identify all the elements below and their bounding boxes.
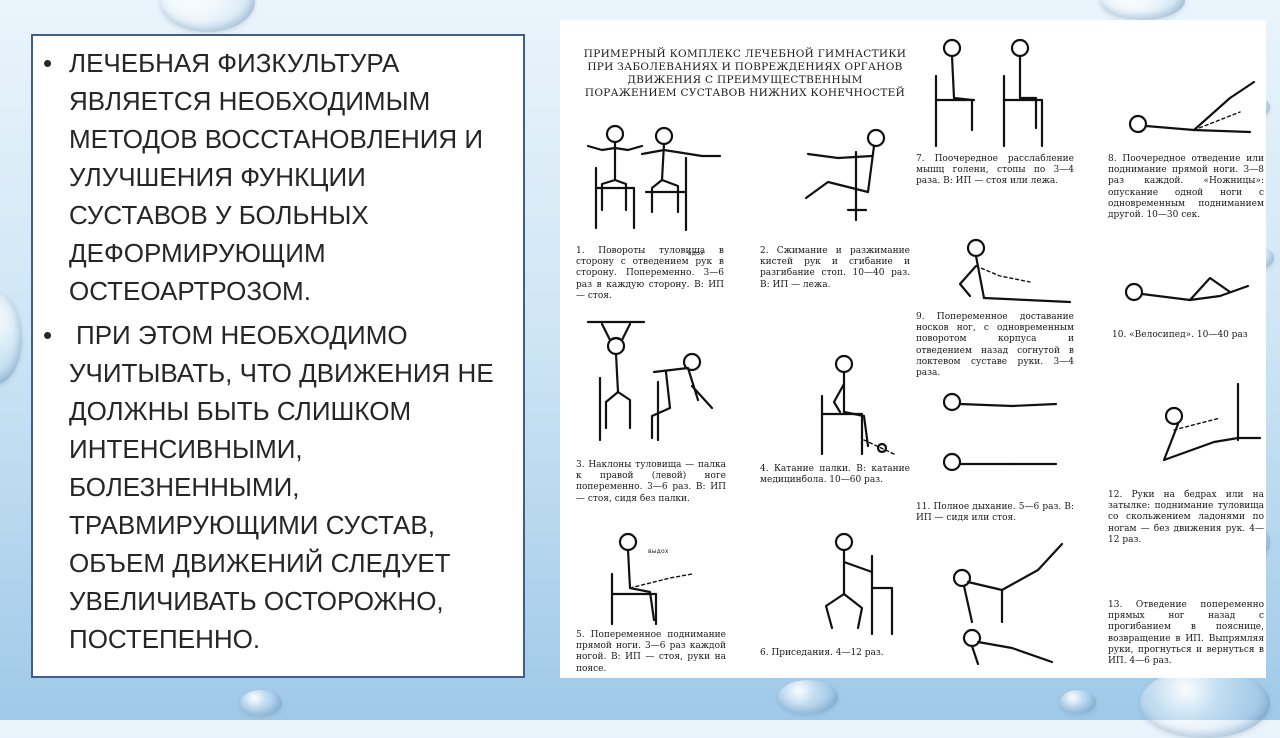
bullet-item: • ЛЕЧЕБНАЯ ФИЗКУЛЬТУРА ЯВЛЯЕТСЯ НЕОБХОДИ… — [43, 44, 503, 310]
exercise-10-figure — [1120, 256, 1260, 326]
exercise-13-figure — [942, 530, 1082, 670]
bullet-item: • ПРИ ЭТОМ НЕОБХОДИМО УЧИТЫВАТЬ, ЧТО ДВИ… — [43, 316, 503, 658]
bullet-dot-icon: • — [43, 320, 53, 350]
exercise-1-caption: 1. Повороты туловища в сторону с отведен… — [576, 246, 724, 301]
exercise-11-figure — [940, 384, 1070, 494]
water-drop-decoration — [160, 0, 255, 32]
exercise-3-figure — [580, 316, 730, 446]
exercise-8-caption: 8. Поочередное отведение или поднимание … — [1108, 154, 1264, 221]
bullet-text: ЛЕЧЕБНАЯ ФИЗКУЛЬТУРА ЯВЛЯЕТСЯ НЕОБХОДИМЫ… — [69, 48, 484, 306]
exercise-8-figure — [1120, 78, 1260, 158]
water-drop-decoration — [1060, 690, 1096, 714]
exercise-9-caption: 9. Попеременное доставание носков ног, с… — [916, 312, 1074, 379]
exercise-6-caption: 6. Приседания. 4—12 раз. — [760, 648, 884, 658]
exercise-5-caption: 5. Попеременное поднимание прямой ноги. … — [576, 630, 726, 674]
exercise-2-caption: 2. Сжимание и разжимание кистей рук и сг… — [760, 246, 910, 290]
exercise-11-caption: 11. Полное дыхание. 5—6 раз. В: ИП — сид… — [916, 502, 1074, 524]
exercise-2-figure — [788, 124, 908, 234]
exercise-12-caption: 12. Руки на бедрах или на затылке: подни… — [1108, 490, 1264, 545]
text-panel: • ЛЕЧЕБНАЯ ФИЗКУЛЬТУРА ЯВЛЯЕТСЯ НЕОБХОДИ… — [31, 34, 525, 678]
exercise-sheet-image: ПРИМЕРНЫЙ КОМПЛЕКС ЛЕЧЕБНОЙ ГИМНАСТИКИ П… — [560, 20, 1266, 678]
exercise-7-caption: 7. Поочередное расслабление мышц голени,… — [916, 154, 1074, 187]
exercise-12-figure — [1130, 380, 1262, 490]
exhale-label: выдох — [648, 548, 669, 555]
bullet-text: ПРИ ЭТОМ НЕОБХОДИМО УЧИТЫВАТЬ, ЧТО ДВИЖЕ… — [69, 320, 494, 654]
exercise-7-figure — [924, 34, 1064, 152]
bullet-dot-icon: • — [43, 48, 53, 78]
water-drop-decoration — [778, 680, 838, 714]
exercise-3-caption: 3. Наклоны туловища — палка к правой (ле… — [576, 460, 726, 504]
bullet-list: • ЛЕЧЕБНАЯ ФИЗКУЛЬТУРА ЯВЛЯЕТСЯ НЕОБХОДИ… — [43, 44, 503, 658]
exercise-4-caption: 4. Катание палки. В: катание медицинбола… — [760, 464, 910, 486]
water-drop-decoration — [240, 690, 282, 716]
water-drop-decoration — [1100, 0, 1185, 20]
exercise-5-figure — [600, 530, 710, 630]
water-drop-decoration — [1140, 668, 1270, 738]
exercise-6-figure — [792, 528, 902, 638]
exercise-9-figure — [940, 226, 1080, 316]
exercise-1-figure — [582, 118, 722, 243]
exercise-13-caption: 13. Отведение попеременно прямых ног наз… — [1108, 600, 1264, 667]
exercise-10-caption: 10. «Велосипед». 10—40 раз — [1112, 330, 1248, 340]
document-title: ПРИМЕРНЫЙ КОМПЛЕКС ЛЕЧЕБНОЙ ГИМНАСТИКИ П… — [583, 48, 907, 99]
water-drop-decoration — [0, 292, 22, 384]
inhale-label: вдох — [688, 250, 704, 257]
exercise-4-figure — [794, 350, 904, 460]
